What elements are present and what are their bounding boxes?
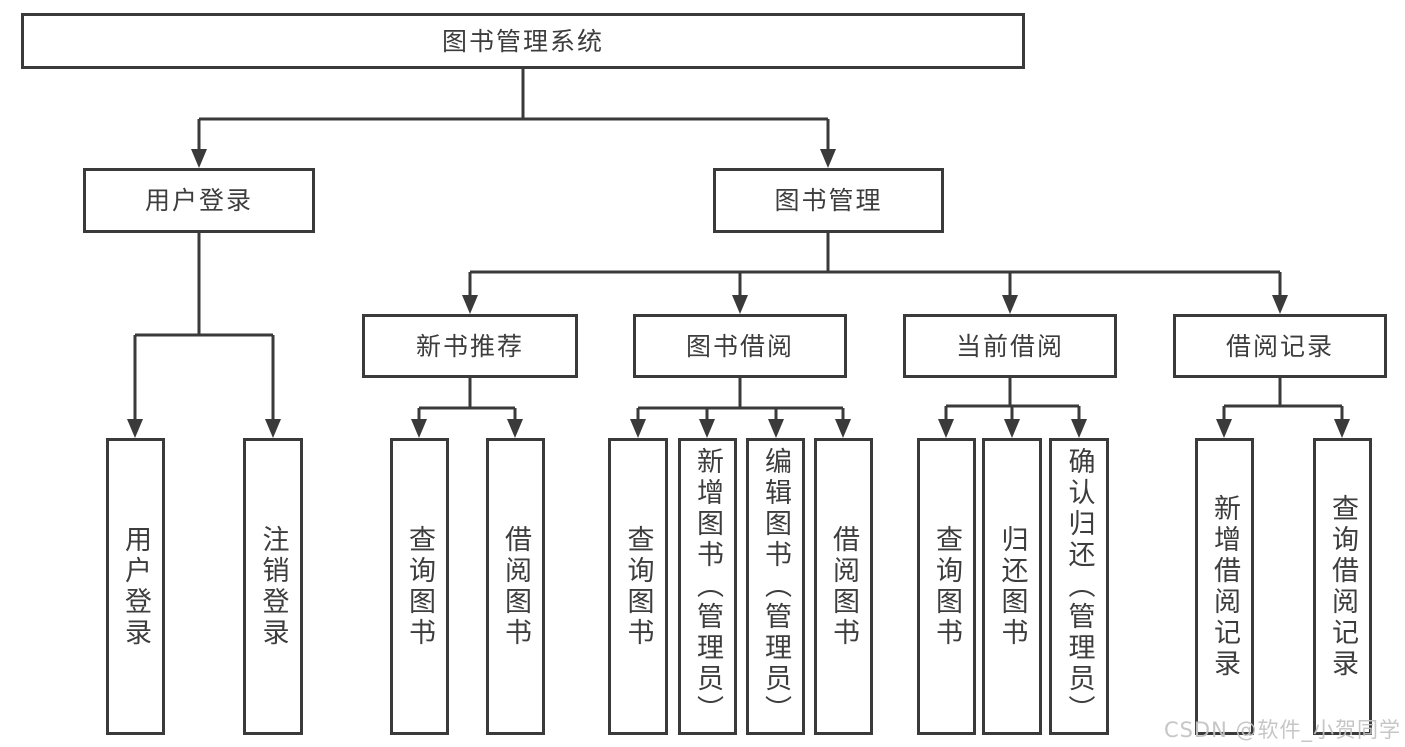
node-user-login: 用户登录 xyxy=(83,168,315,233)
leaf-borrow-books-recommend: 借阅图书 xyxy=(486,438,545,735)
leaf-add-book-admin: 新增图书（管理员） xyxy=(678,438,737,735)
leaf-return-books: 归还图书 xyxy=(982,438,1042,735)
arrowhead xyxy=(191,149,207,168)
arrowhead xyxy=(938,419,954,438)
leaf-user-login: 用户登录 xyxy=(106,438,165,735)
arrowhead xyxy=(1002,295,1018,314)
csdn-watermark: CSDN @软件_小贺同学 xyxy=(1163,718,1401,742)
arrowhead xyxy=(507,419,523,438)
arrowhead xyxy=(1334,419,1350,438)
node-book-borrow: 图书借阅 xyxy=(633,314,847,378)
leaf-query-books-current: 查询图书 xyxy=(917,438,976,735)
node-borrow-records: 借阅记录 xyxy=(1173,314,1387,378)
leaf-add-borrow-record: 新增借阅记录 xyxy=(1195,438,1254,735)
leaf-query-books-borrow: 查询图书 xyxy=(608,438,668,735)
arrowhead xyxy=(265,419,281,438)
leaf-borrow-books: 借阅图书 xyxy=(814,438,873,735)
leaf-confirm-return-admin: 确认归还（管理员） xyxy=(1049,438,1109,735)
leaf-query-borrow-record: 查询借阅记录 xyxy=(1313,438,1372,735)
arrowhead xyxy=(768,419,784,438)
arrowhead xyxy=(820,149,836,168)
arrowhead xyxy=(1272,295,1288,314)
leaf-edit-book-admin: 编辑图书（管理员） xyxy=(746,438,805,735)
arrowhead xyxy=(699,419,715,438)
arrowhead xyxy=(630,419,646,438)
arrowhead xyxy=(127,419,143,438)
arrowhead xyxy=(732,295,748,314)
arrowhead xyxy=(411,419,427,438)
arrowhead xyxy=(1216,419,1232,438)
node-library-system: 图书管理系统 xyxy=(21,13,1025,69)
arrowhead xyxy=(462,295,478,314)
node-current-borrow: 当前借阅 xyxy=(903,314,1117,378)
leaf-logout: 注销登录 xyxy=(243,438,303,735)
arrowhead xyxy=(1071,419,1087,438)
leaf-query-books-recommend: 查询图书 xyxy=(390,438,449,735)
node-new-book-recommend: 新书推荐 xyxy=(362,314,578,378)
arrowhead xyxy=(1004,419,1020,438)
arrowhead xyxy=(835,419,851,438)
node-book-management: 图书管理 xyxy=(713,168,944,233)
